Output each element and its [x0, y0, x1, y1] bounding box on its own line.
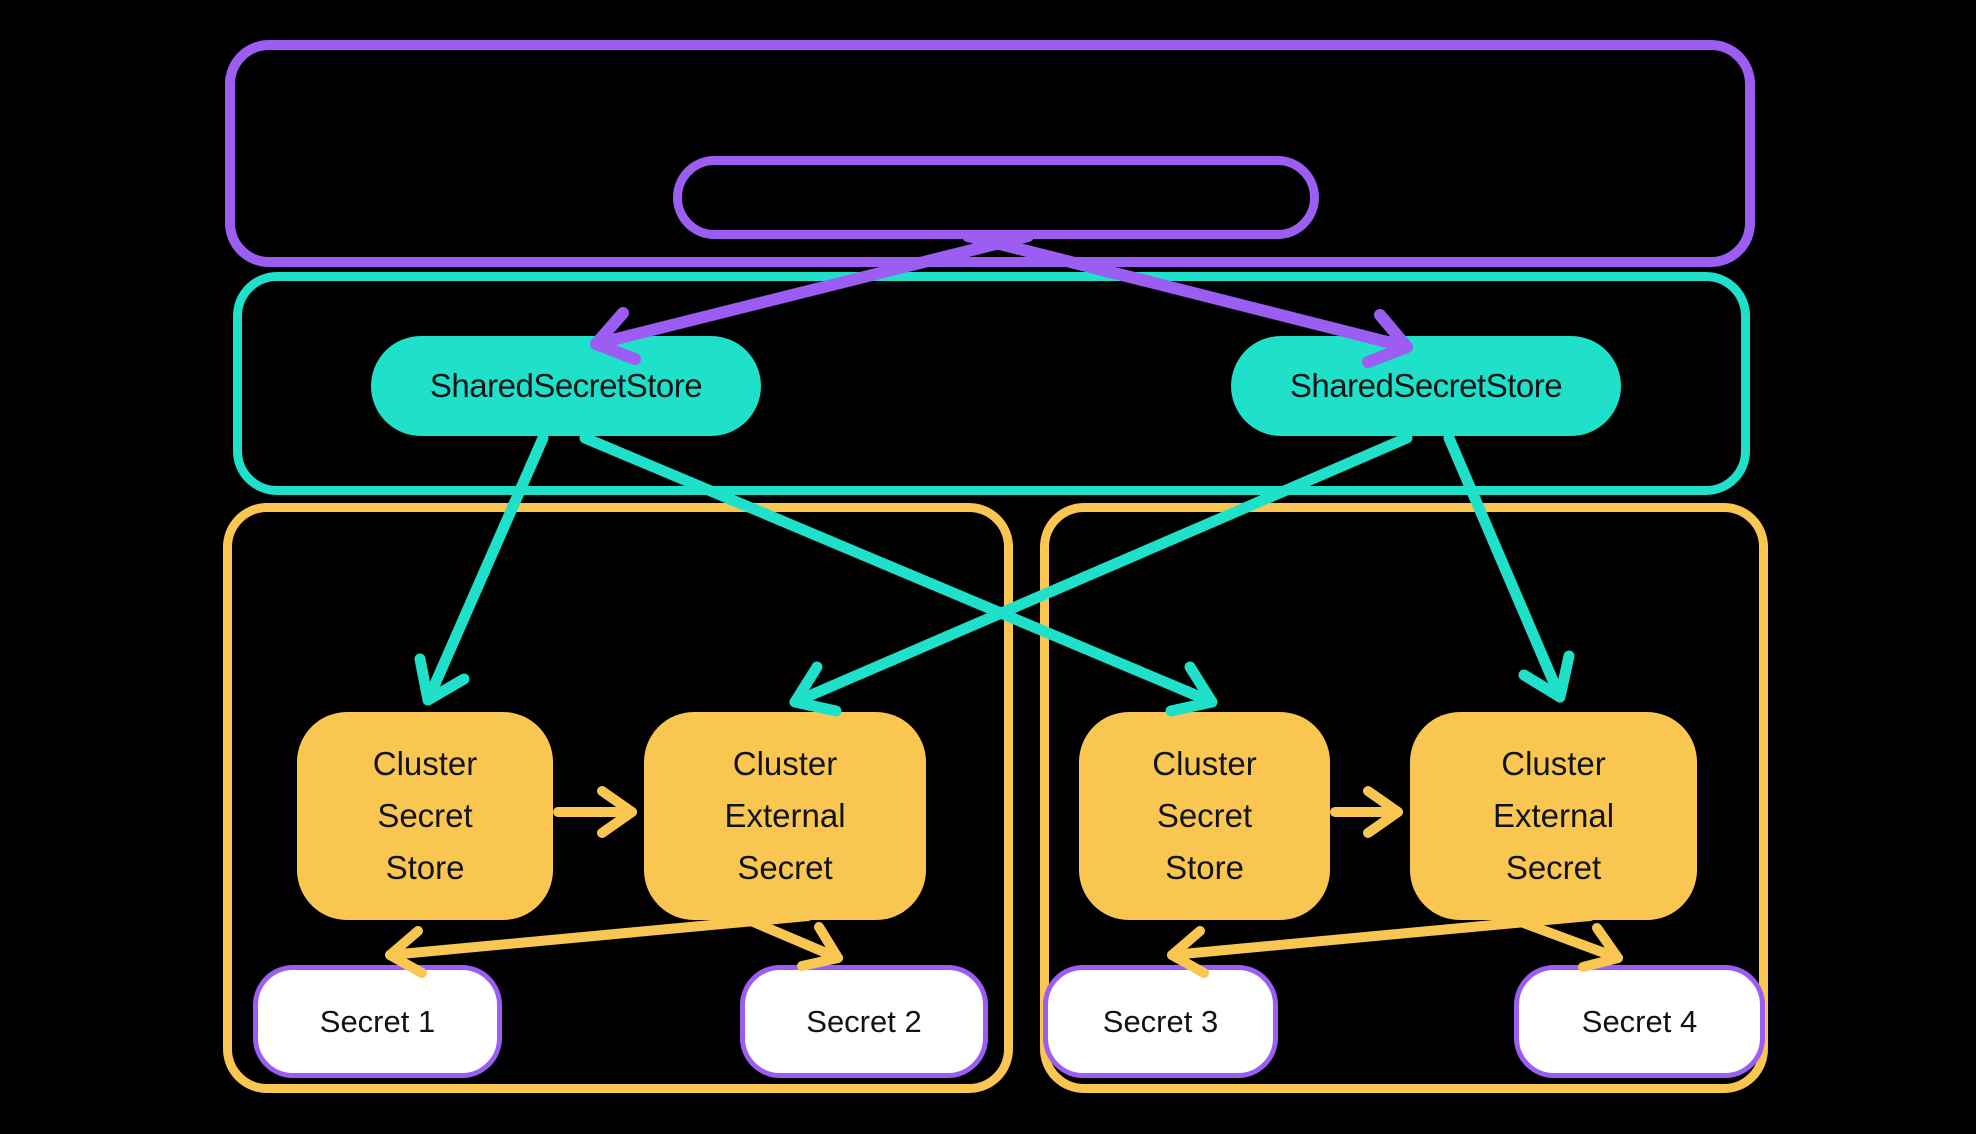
cluster-secret-store-right-line: Secret [1156, 797, 1253, 834]
cluster-secret-store-right-line: Cluster [1152, 745, 1257, 782]
cluster-external-secret-left: Cluster External Secret [644, 712, 926, 920]
cluster-external-secret-right-line: External [1492, 797, 1615, 834]
cluster-external-secret-right-line: Secret [1505, 849, 1602, 886]
cluster-secret-store-left-line: Secret [377, 797, 473, 834]
secret-1-pill: Secret 1 [253, 965, 502, 1078]
cluster-secret-store-left-line: Store [385, 849, 465, 886]
secret-2-pill: Secret 2 [740, 965, 988, 1078]
cluster-external-secret-left-line: Cluster [732, 745, 838, 782]
secret-3-pill: Secret 3 [1043, 965, 1278, 1078]
secret-4-pill: Secret 4 [1514, 965, 1765, 1078]
cluster-external-secret-left-line: External [724, 797, 846, 834]
shared-secret-store-right-label: SharedSecretStore [1289, 367, 1563, 404]
secret-3-label: Secret 3 [1102, 1003, 1219, 1039]
shared-secret-store-left-label: SharedSecretStore [429, 367, 703, 404]
cluster-external-secret-right: Cluster External Secret [1410, 712, 1697, 920]
secret-4-label: Secret 4 [1581, 1003, 1698, 1039]
cluster-secret-store-right: Cluster Secret Store [1079, 712, 1330, 920]
top-inner-pill [673, 156, 1319, 239]
secret-2-label: Secret 2 [806, 1003, 922, 1039]
cluster-external-secret-left-line: Secret [737, 849, 833, 886]
secret-1-label: Secret 1 [319, 1003, 436, 1039]
shared-secret-store-left: SharedSecretStore [371, 336, 761, 436]
cluster-external-secret-right-line: Cluster [1501, 745, 1606, 782]
cluster-secret-store-left-line: Cluster [372, 745, 478, 782]
cluster-secret-store-right-line: Store [1165, 849, 1244, 886]
shared-secret-store-right: SharedSecretStore [1231, 336, 1621, 436]
cluster-secret-store-left: Cluster Secret Store [297, 712, 553, 920]
